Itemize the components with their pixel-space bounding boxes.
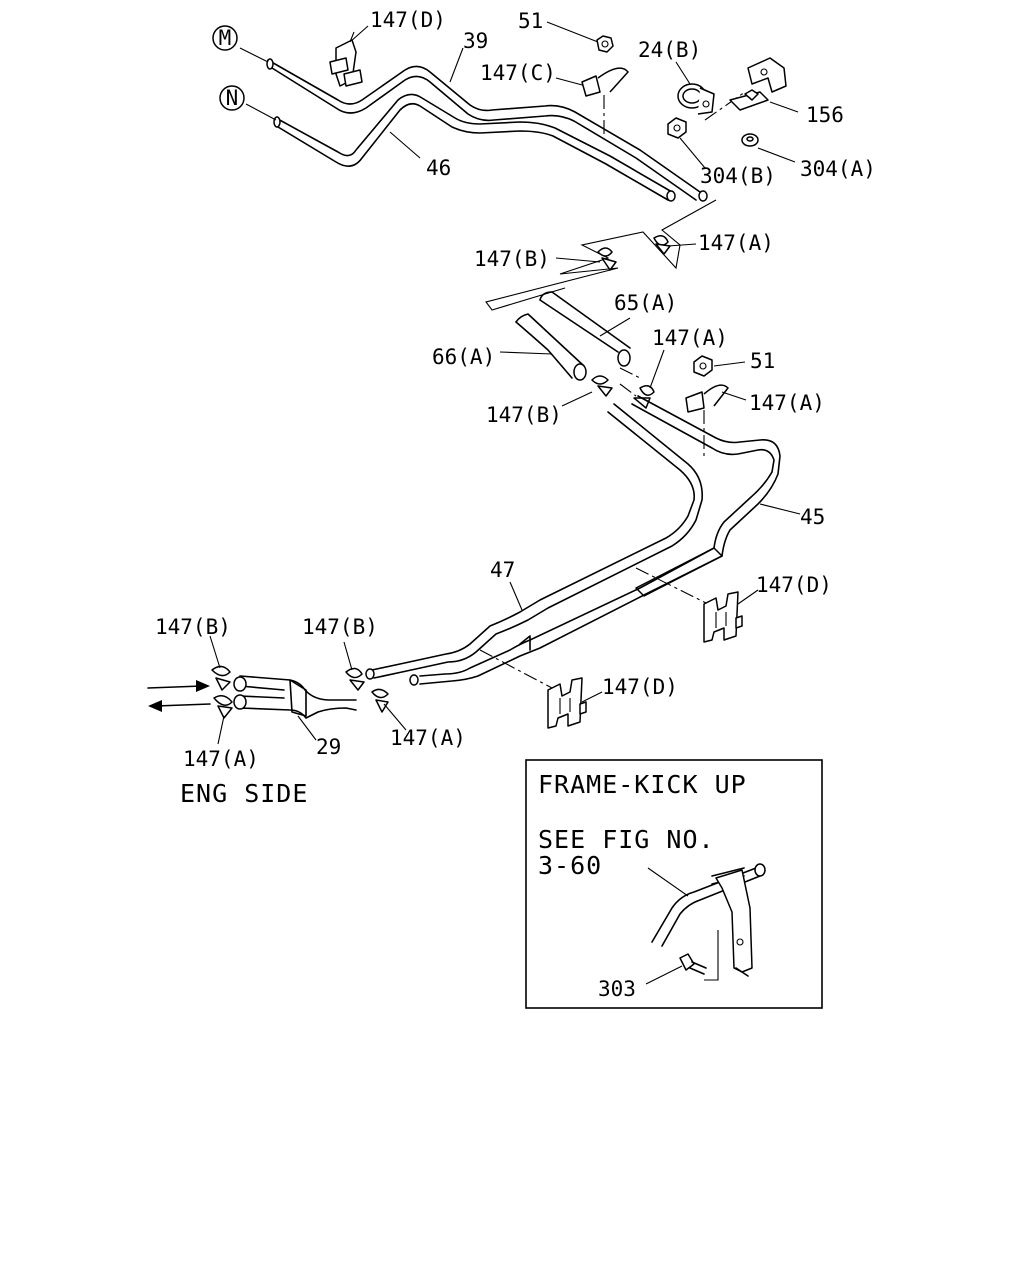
nut-51-top: [596, 35, 614, 53]
callout-51-top: 51: [518, 9, 543, 33]
callout-147d-r: 147(D): [756, 573, 832, 597]
callout-147a-left: 147(A): [390, 726, 466, 750]
clip-147d-top: [329, 31, 363, 87]
nut-51-mid: [693, 355, 746, 377]
grommet-24b: [677, 83, 715, 115]
flow-arrow-in: [147, 680, 210, 692]
callout-39: 39: [463, 29, 488, 53]
pipe-39: [266, 58, 701, 201]
callout-147b-left2: 147(B): [302, 615, 378, 639]
clip-147b-low: [561, 375, 613, 407]
clip-147a-mid: [653, 235, 697, 255]
break-line: [485, 199, 717, 311]
eng-side-label: ENG SIDE: [180, 779, 308, 808]
callout-47: 47: [490, 558, 515, 582]
callout-156: 156: [806, 103, 844, 127]
callout-51-mid: 51: [750, 349, 775, 373]
bracket-156: [729, 57, 787, 111]
callout-147b-low: 147(B): [486, 403, 562, 427]
hose-66a: [499, 313, 587, 381]
clip-147c: [581, 67, 629, 97]
pipe-end-39: [698, 190, 708, 202]
callout-24b: 24(B): [638, 38, 701, 62]
clip-147a-r1: [633, 349, 665, 409]
clip-147a-left: [371, 688, 407, 731]
clip-147a-bot: [213, 695, 233, 745]
callout-147d-top: 147(D): [370, 8, 446, 32]
callout-147a-bot: 147(A): [183, 747, 259, 771]
marker-n-label: N: [226, 86, 239, 110]
marker-m-label: M: [219, 26, 232, 50]
callout-147a-r2: 147(A): [749, 391, 825, 415]
inset-see-line1: SEE FIG NO.: [538, 825, 715, 854]
marker-m: M: [212, 25, 238, 51]
marker-n: N: [219, 85, 245, 111]
clip-147b-mid: [555, 247, 617, 271]
callout-147c: 147(C): [480, 61, 556, 85]
pipe-45: [409, 395, 801, 686]
inset-illustration: [645, 863, 766, 985]
callout-304b: 304(B): [700, 164, 776, 188]
callout-29: 29: [316, 735, 341, 759]
callout-46: 46: [426, 156, 451, 180]
callout-147a-r1: 147(A): [652, 326, 728, 350]
inset-frame: [525, 759, 823, 1009]
callout-303: 303: [598, 977, 636, 1001]
callout-147a-mid: 147(A): [698, 231, 774, 255]
flow-arrow-out: [148, 700, 211, 712]
clip-147d-r: [703, 589, 759, 643]
callout-147b-mid: 147(B): [474, 247, 550, 271]
nut-304b: [667, 117, 687, 139]
hose-29: [233, 675, 357, 741]
callout-147b-left: 147(B): [155, 615, 231, 639]
inset-see-line2: 3-60: [538, 851, 602, 880]
pipe-46: [273, 93, 673, 201]
callout-45: 45: [800, 505, 825, 529]
clip-147b-left2: [343, 641, 365, 691]
callout-147d-low: 147(D): [602, 675, 678, 699]
callout-66a: 66(A): [432, 345, 495, 369]
washer-304a: [741, 133, 759, 147]
clip-147a-r2: [685, 384, 747, 413]
callout-65a: 65(A): [614, 291, 677, 315]
callout-304a: 304(A): [800, 157, 876, 181]
clip-147b-left: [209, 635, 231, 691]
pipe-47: [365, 403, 704, 680]
hose-65a: [539, 291, 631, 367]
clip-147d-low: [547, 677, 603, 729]
pipe-end-46: [666, 190, 676, 202]
inset-title: FRAME-KICK UP: [538, 770, 747, 799]
